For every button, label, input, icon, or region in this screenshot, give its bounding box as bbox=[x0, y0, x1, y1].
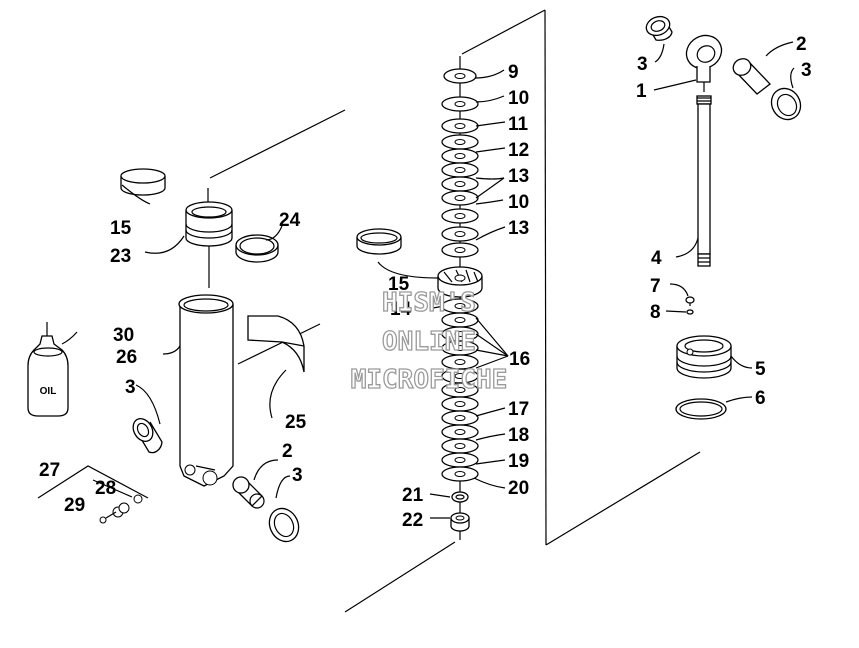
shaft-eyelet-assembly bbox=[645, 15, 802, 420]
part-27-valve-group bbox=[37, 465, 149, 524]
callout-18: 18 bbox=[508, 425, 529, 446]
upper-washer-0 bbox=[443, 68, 477, 84]
upper-washer-4 bbox=[441, 148, 479, 164]
part-21-nut bbox=[451, 491, 469, 503]
part-22-nut bbox=[450, 512, 470, 532]
callout-10-mid: 10 bbox=[508, 192, 529, 213]
part-26-cylinder bbox=[178, 294, 234, 487]
callout-2-right: 2 bbox=[796, 34, 807, 55]
part-7-screw bbox=[685, 296, 695, 306]
part-14-piston-valve bbox=[437, 266, 483, 298]
part-3-bushing-top bbox=[645, 15, 673, 41]
part-5-seal-head bbox=[676, 335, 732, 379]
washer-stack-upper bbox=[441, 68, 479, 258]
callout-9: 9 bbox=[508, 62, 519, 83]
callout-15-left: 15 bbox=[110, 218, 132, 239]
upper-washer-9 bbox=[441, 226, 479, 242]
callout-15-center: 15 bbox=[388, 274, 410, 295]
callout-26: 26 bbox=[116, 347, 137, 368]
callout-13-top: 13 bbox=[508, 166, 529, 187]
callout-20: 20 bbox=[508, 478, 529, 499]
part-6-o-ring bbox=[675, 398, 727, 420]
callout-3-bottom: 3 bbox=[292, 465, 303, 486]
callout-1: 1 bbox=[636, 81, 647, 102]
watermark-line-2: ONLINE bbox=[382, 327, 476, 357]
callout-4: 4 bbox=[651, 248, 662, 269]
lower-washer-4 bbox=[441, 354, 479, 370]
callout-3-right: 3 bbox=[801, 60, 812, 81]
part-25-label bbox=[247, 315, 305, 373]
lower-washer-11 bbox=[441, 452, 479, 468]
washer-stack-lower bbox=[441, 298, 479, 482]
upper-washer-7 bbox=[441, 190, 479, 206]
callout-3-top: 3 bbox=[637, 54, 648, 75]
upper-washer-2 bbox=[441, 118, 479, 134]
callout-labels: 1 2 2 3 3 3 3 4 5 6 7 8 9 10 11 12 13 10… bbox=[39, 34, 812, 531]
part-2-sleeve-right bbox=[732, 58, 771, 95]
shock-body-assembly bbox=[37, 168, 305, 543]
part-23-piston bbox=[185, 188, 233, 288]
part-3-bushing-right bbox=[770, 87, 802, 121]
callout-23: 23 bbox=[110, 246, 131, 267]
callout-28: 28 bbox=[95, 478, 116, 499]
part-4-shaft bbox=[696, 95, 712, 267]
upper-washer-3 bbox=[441, 134, 479, 150]
part-8-washer bbox=[686, 309, 694, 315]
part-15-ring-left bbox=[120, 168, 166, 196]
upper-washer-5 bbox=[441, 162, 479, 178]
lower-washer-9 bbox=[441, 424, 479, 440]
part-15-ring-center bbox=[356, 228, 402, 255]
lower-washer-1 bbox=[441, 312, 479, 328]
callout-11: 11 bbox=[508, 114, 529, 135]
callout-19: 19 bbox=[508, 451, 529, 472]
callout-29: 29 bbox=[64, 495, 85, 516]
watermark: HISM'S ONLINE MICROFICHE bbox=[350, 287, 508, 395]
watermark-line-3: MICROFICHE bbox=[351, 365, 508, 395]
callout-6: 6 bbox=[755, 388, 766, 409]
leader-lines bbox=[61, 41, 795, 519]
part-2-sleeve-left bbox=[232, 476, 265, 509]
callout-21: 21 bbox=[402, 485, 424, 506]
callout-27: 27 bbox=[39, 460, 60, 481]
callout-22: 22 bbox=[402, 510, 423, 531]
perspective-frame-lines bbox=[209, 9, 701, 613]
lower-washer-7 bbox=[441, 396, 479, 412]
oil-bottle: OIL bbox=[27, 322, 69, 417]
callout-3-left: 3 bbox=[125, 377, 136, 398]
part-3-bushing-left bbox=[132, 418, 163, 454]
callout-24: 24 bbox=[279, 210, 301, 231]
callout-13-mid: 13 bbox=[508, 218, 529, 239]
callout-14: 14 bbox=[390, 299, 412, 320]
watermark-line-1: HISM'S bbox=[382, 288, 476, 318]
upper-washer-8 bbox=[441, 208, 479, 224]
callout-25: 25 bbox=[285, 412, 307, 433]
callout-8: 8 bbox=[650, 302, 661, 323]
lower-washer-12 bbox=[441, 466, 479, 482]
callout-17: 17 bbox=[508, 399, 529, 420]
callout-2-left: 2 bbox=[282, 441, 293, 462]
lower-washer-8 bbox=[441, 410, 479, 426]
oil-bottle-text: OIL bbox=[40, 386, 57, 397]
callout-30: 30 bbox=[113, 325, 134, 346]
callout-7: 7 bbox=[650, 276, 661, 297]
callout-12: 12 bbox=[508, 140, 529, 161]
lower-washer-5 bbox=[441, 368, 479, 384]
part-3-bushing-bottom bbox=[268, 507, 300, 543]
lower-washer-2 bbox=[441, 326, 479, 342]
upper-washer-1 bbox=[441, 96, 479, 112]
callout-16: 16 bbox=[509, 349, 530, 370]
part-1-eyelet bbox=[685, 34, 723, 92]
upper-washer-10 bbox=[441, 242, 479, 258]
callout-5: 5 bbox=[755, 359, 766, 380]
lower-washer-10 bbox=[441, 438, 479, 454]
upper-washer-6 bbox=[441, 176, 479, 192]
shim-stack-assembly bbox=[356, 68, 483, 532]
callout-10-top: 10 bbox=[508, 88, 529, 109]
